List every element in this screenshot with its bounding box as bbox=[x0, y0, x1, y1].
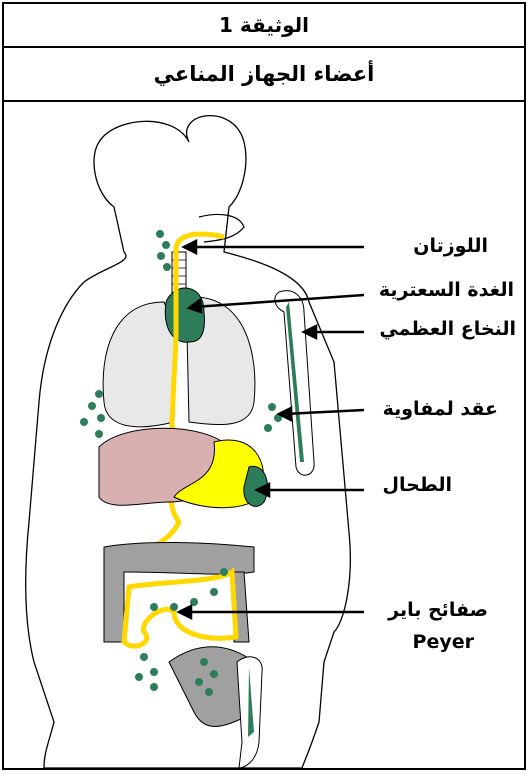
body-illustration bbox=[4, 102, 524, 768]
label-peyer-ar: صفائح باير bbox=[388, 599, 488, 621]
immune-system-figure: اللوزتان الغدة السعترية النخاع العظمي عق… bbox=[4, 102, 524, 768]
label-tonsils: اللوزتان bbox=[413, 235, 488, 257]
document-subtitle: أعضاء الجهاز المناعي bbox=[4, 48, 524, 102]
label-bone-marrow: النخاع العظمي bbox=[379, 318, 516, 340]
label-lymph-nodes: عقد لمفاوية bbox=[383, 398, 498, 420]
label-thymus: الغدة السعترية bbox=[379, 279, 514, 301]
document-number-title: الوثيقة 1 bbox=[4, 4, 524, 48]
left-lung bbox=[103, 302, 176, 427]
label-peyer-en: Peyer bbox=[413, 631, 474, 653]
thymus-shape bbox=[165, 288, 204, 342]
small-intestine bbox=[124, 572, 236, 646]
label-spleen: الطحال bbox=[383, 474, 452, 496]
